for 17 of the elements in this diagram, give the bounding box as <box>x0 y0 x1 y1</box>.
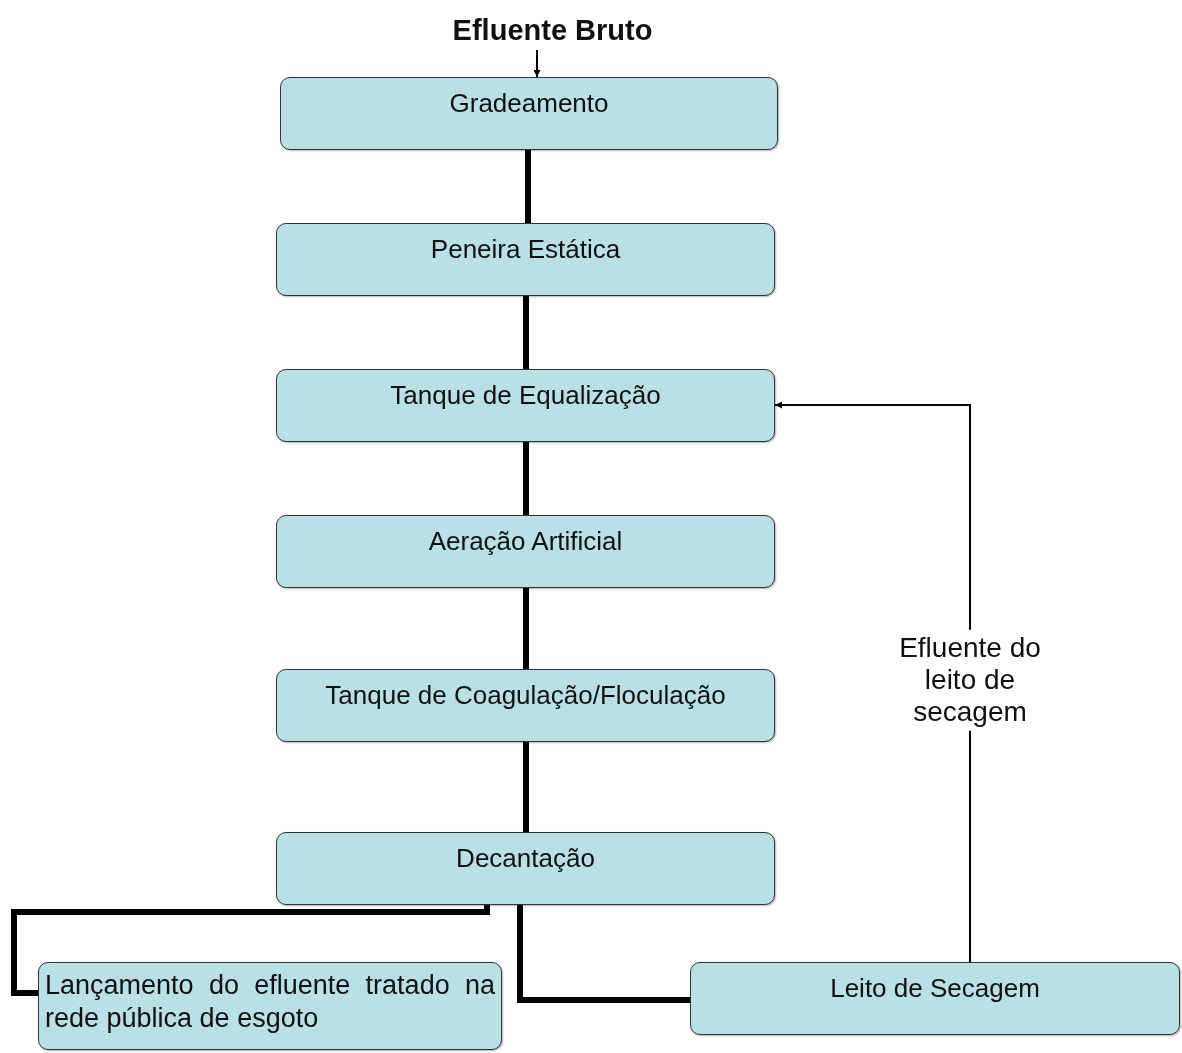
process-box: Leito de Secagem <box>690 962 1180 1035</box>
flow-input-label: Efluente Bruto <box>452 13 653 47</box>
connector-line <box>517 905 690 1003</box>
connector-line <box>525 150 531 223</box>
process-box: Tanque de Coagulação/Floculação <box>276 669 775 742</box>
arrow <box>533 49 541 78</box>
connector-line <box>523 742 529 832</box>
process-box: Peneira Estática <box>276 223 775 296</box>
connector-line <box>523 296 529 369</box>
process-box: Tanque de Equalização <box>276 369 775 442</box>
process-box: Decantação <box>276 832 775 905</box>
process-box: Lançamento do efluente tratado na rede pública de esgoto <box>38 962 502 1050</box>
connector-line <box>523 588 529 669</box>
connector-line <box>11 905 490 996</box>
process-box: Gradeamento <box>280 77 778 150</box>
process-box: Aeração Artificial <box>276 515 775 588</box>
connector-line <box>523 442 529 515</box>
